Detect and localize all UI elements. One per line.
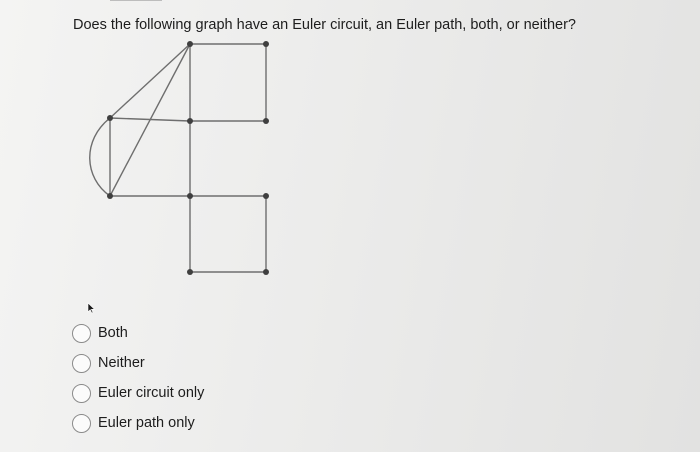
vertex-upper-left: [107, 115, 113, 121]
top-divider: [110, 0, 162, 1]
radio-euler-path-only[interactable]: [72, 413, 91, 433]
vertex-top-right: [263, 41, 269, 47]
option-label: Both: [98, 325, 128, 341]
vertex-middle-right: [263, 118, 269, 124]
option-label: Euler path only: [98, 415, 195, 431]
option-both[interactable]: Both: [72, 318, 204, 348]
vertex-bottom-right: [263, 269, 269, 275]
vertex-middle-center: [187, 118, 193, 124]
question-text: Does the following graph have an Euler c…: [73, 17, 576, 33]
edge-upper-left-lower-left-curved: [89, 117, 111, 197]
answer-options: Both Neither Euler circuit only Euler pa…: [72, 318, 204, 438]
vertex-lower-center: [187, 193, 193, 199]
vertex-top-center: [187, 41, 193, 47]
option-euler-path-only[interactable]: Euler path only: [72, 408, 204, 438]
option-label: Euler circuit only: [98, 385, 205, 401]
radio-both[interactable]: [72, 323, 91, 343]
vertex-lower-right: [263, 193, 269, 199]
graph-edges: [89, 43, 267, 273]
option-label: Neither: [98, 355, 145, 371]
option-neither[interactable]: Neither: [72, 348, 204, 378]
radio-euler-circuit-only[interactable]: [72, 383, 91, 403]
radio-neither[interactable]: [72, 353, 91, 373]
vertex-lower-left: [107, 193, 113, 199]
edge-upper-left-top-center: [109, 43, 191, 119]
option-euler-circuit-only[interactable]: Euler circuit only: [72, 378, 204, 408]
graph-vertices: [107, 41, 269, 275]
mouse-pointer-icon: [87, 302, 96, 314]
edge-top-center-lower-left: [109, 43, 191, 197]
vertex-bottom-center: [187, 269, 193, 275]
